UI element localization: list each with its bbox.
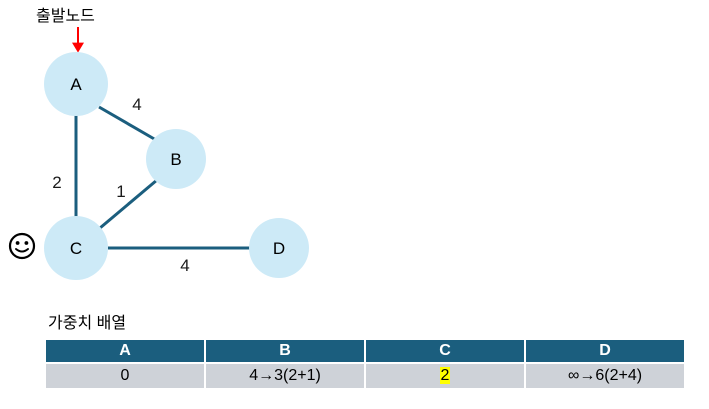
start-node-label: 출발노드 [36,8,95,25]
graph-node-a[interactable] [44,52,108,116]
table-header-d: D [526,340,684,362]
graph-node-b-label: B [170,150,181,169]
weight-table-title: 가중치 배열 [48,315,127,332]
edge-weight-a-b: 4 [132,95,141,114]
table-header-a: A [46,340,204,362]
edge-weight-c-b: 1 [116,182,125,201]
cell-distance-c: 2 [366,364,524,388]
graph-node-a-label: A [70,75,82,94]
cell-distance-d: ∞→6(2+4) [526,364,684,388]
cell-distance-b: 4→3(2+1) [206,364,364,388]
graph-diagram: A B C D 4 2 1 4 [44,27,309,280]
graph-node-b[interactable] [146,129,206,189]
edge-a-b [98,105,157,142]
graph-node-c-label: C [70,239,82,258]
graph-node-d-label: D [273,239,285,258]
cell-d-value: ∞→6(2+4) [567,367,643,384]
edge-c-b [99,178,158,230]
graph-node-d[interactable] [249,218,309,278]
edge-weight-c-d: 4 [180,256,189,275]
edge-weight-a-c: 2 [52,173,61,192]
table-header-c: C [366,340,524,362]
cell-c-highlighted-value: 2 [439,367,451,384]
table-header-row: A B C D [46,340,684,362]
cell-distance-a: 0 [46,364,204,388]
table-header-b: B [206,340,364,362]
weight-array-table: A B C D 0 4→3(2+1) 2 ∞→6(2+4) [44,338,686,390]
table-row: 0 4→3(2+1) 2 ∞→6(2+4) [46,364,684,388]
graph-node-c[interactable] [44,216,108,280]
cell-a-value: 0 [120,367,130,384]
smiley-face-icon [8,232,36,260]
cell-b-value: 4→3(2+1) [249,367,321,384]
